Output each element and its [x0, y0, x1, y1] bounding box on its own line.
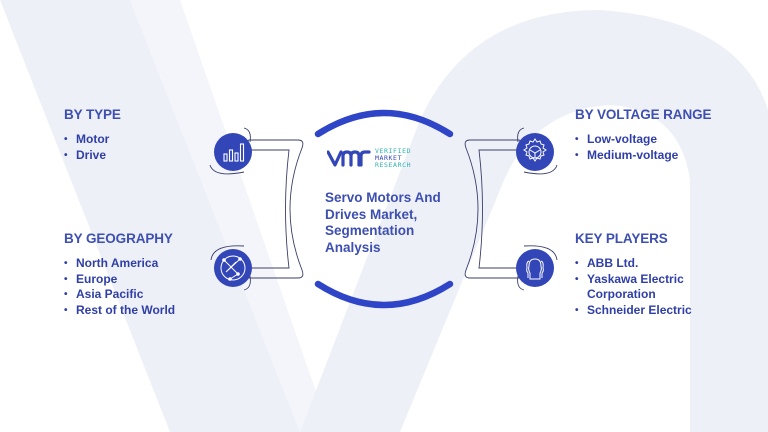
icon-node-type: [209, 127, 252, 175]
list-item: • North America: [64, 256, 175, 272]
icon-node-key-players: [516, 245, 558, 291]
bullet-icon: •: [64, 134, 68, 145]
list-item: • Yaskawa Electric Corporation: [575, 272, 705, 303]
list-item-label: Motor: [76, 132, 110, 146]
logo-line-research: RESEARCH: [375, 160, 412, 169]
bullet-icon: •: [575, 134, 579, 145]
list-item: • Low-voltage: [575, 132, 711, 148]
list-item: • Drive: [64, 148, 121, 164]
segment-heading: KEY PLAYERS: [575, 231, 668, 246]
bottom-arc: [314, 280, 454, 309]
logo-line-market: MARKET: [375, 153, 403, 162]
people-group-icon: [526, 258, 544, 280]
list-item: • Europe: [64, 272, 175, 288]
bullet-icon: •: [64, 258, 68, 269]
list-item-label: ABB Ltd.: [587, 256, 639, 270]
list-item: • Motor: [64, 132, 121, 148]
bullet-icon: •: [575, 273, 579, 285]
watermark-stroke-right: [300, 10, 768, 432]
bar-chart-icon: [223, 143, 245, 162]
list-item-label: Medium-voltage: [587, 147, 679, 162]
list-item: • Medium-voltage: [575, 148, 711, 164]
bullet-icon: •: [575, 258, 579, 269]
segment-list: • Motor • Drive: [64, 132, 121, 163]
icon-node-geography: [210, 245, 252, 291]
bullet-icon: •: [64, 304, 68, 316]
segment-list: • Low-voltage • Medium-voltage: [575, 132, 711, 163]
list-item-label: Drive: [76, 147, 107, 162]
bullet-icon: •: [575, 149, 579, 161]
bullet-icon: •: [64, 273, 68, 285]
vmr-logo-mark: [327, 150, 371, 167]
list-item: • ABB Ltd.: [575, 256, 705, 272]
list-item-label: Yaskawa Electric Corporation: [587, 271, 684, 302]
segment-by-geography: BY GEOGRAPHY • North America • Europe • Asi…: [64, 231, 175, 318]
left-bracket: [246, 139, 304, 279]
brand-logo: VERIFIED MARKET RESEARCH: [327, 143, 427, 173]
logo-wordmark: VERIFIED MARKET RESEARCH: [375, 146, 412, 169]
segment-key-players: KEY PLAYERS • ABB Ltd. • Yaskawa Electric …: [575, 231, 705, 318]
list-item-label: North America: [76, 256, 159, 270]
list-item-label: Low-voltage: [587, 132, 658, 146]
watermark-stroke-left: [0, 0, 300, 432]
segment-by-type: BY TYPE • Motor • Drive: [64, 107, 121, 163]
top-arc: [314, 109, 454, 138]
watermark-stroke-shade: [130, 0, 330, 432]
segment-list: •ABB Ltd. •Yaskawa Electric Corporation …: [575, 256, 705, 318]
icon-node-voltage: [516, 127, 558, 175]
list-item-label: Europe: [76, 271, 118, 286]
bullet-icon: •: [575, 304, 579, 316]
segment-list: • North America • Europe • Asia Pacific • Re…: [64, 256, 175, 318]
diagram-title: Servo Motors And Drives Market, Segmenta…: [325, 190, 441, 255]
globe-network-icon: [220, 255, 246, 281]
segment-heading: BY GEOGRAPHY: [64, 231, 173, 246]
list-item-label: Rest of the World: [76, 302, 176, 317]
logo-line-verified: VERIFIED: [375, 146, 412, 155]
bullet-icon: •: [64, 149, 68, 161]
list-item: • Asia Pacific: [64, 287, 175, 303]
segment-by-voltage-range: BY VOLTAGE RANGE • Low-voltage • Medium-vo…: [575, 107, 712, 163]
list-item-label: Schneider Electric: [587, 302, 692, 317]
list-item: • Rest of the World: [64, 303, 175, 319]
list-item-label: Asia Pacific: [76, 287, 144, 301]
gear-steering-icon: [523, 138, 547, 162]
right-bracket: [464, 139, 522, 279]
bullet-icon: •: [64, 289, 68, 300]
list-item: • Schneider Electric: [575, 303, 705, 319]
segment-heading: BY TYPE: [64, 107, 121, 122]
segment-heading: BY VOLTAGE RANGE: [575, 107, 712, 122]
